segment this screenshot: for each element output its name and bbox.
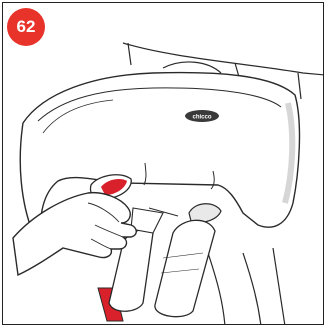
car-seat-illustration: chicco: [3, 3, 324, 325]
right-harness-slot: [189, 204, 221, 223]
instruction-panel: chicco 62: [2, 2, 324, 325]
brand-logo: chicco: [185, 110, 219, 122]
step-number-badge: 62: [7, 8, 45, 46]
shoulder-pad-right: [155, 220, 215, 316]
brand-logo-text: chicco: [192, 115, 211, 121]
